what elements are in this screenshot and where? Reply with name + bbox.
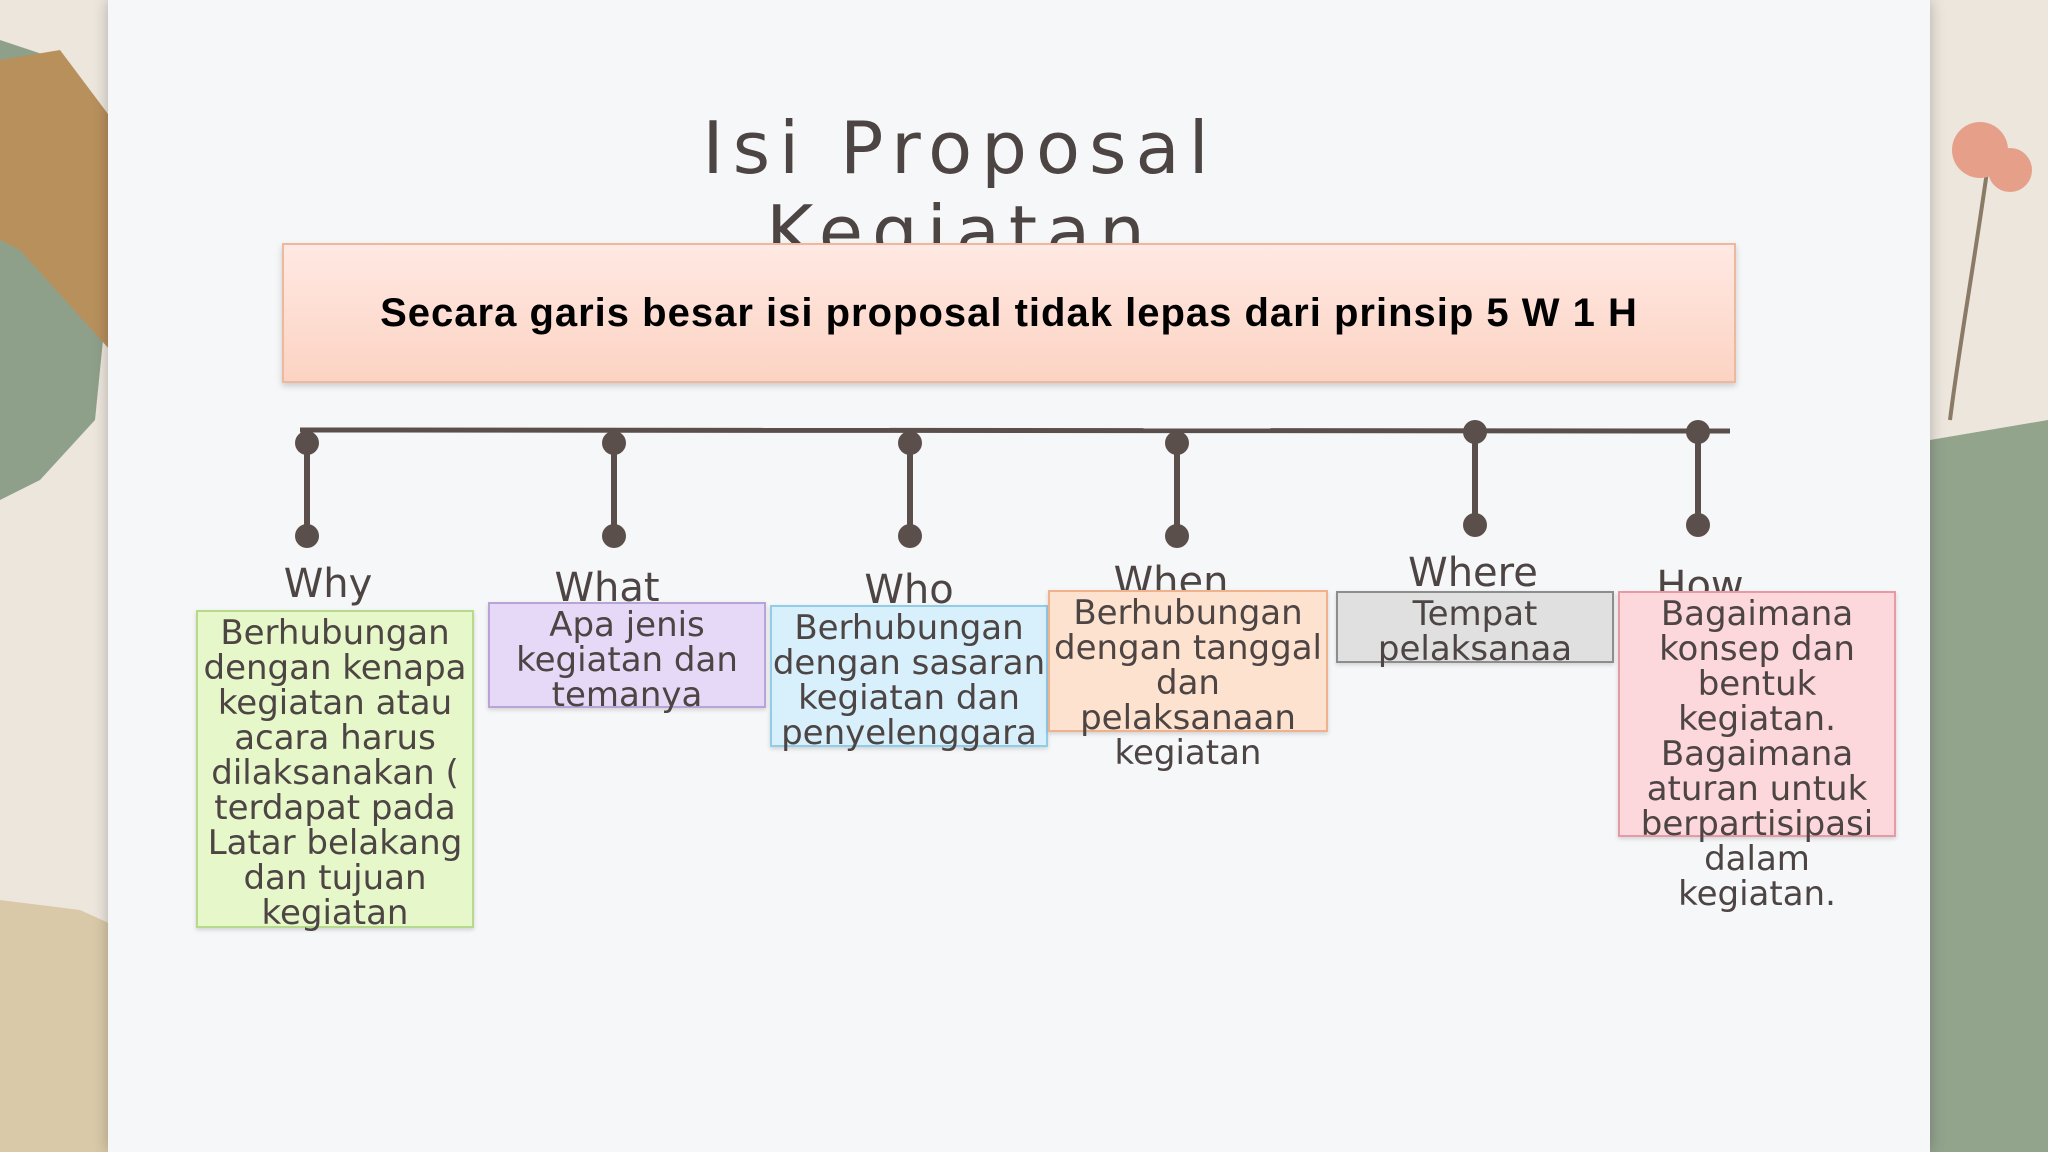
node-dot-what-top [602,431,626,455]
node-dot-when-bottom [1165,524,1189,548]
node-dot-what-bottom [602,524,626,548]
box-where: Tempat pelaksanaa [1336,591,1614,667]
node-dot-where-top [1463,420,1487,444]
box-when: Berhubungan dengan tanggal dan pelaksana… [1048,590,1328,771]
node-dot-who-top [898,431,922,455]
summary-banner: Secara garis besar isi proposal tidak le… [282,243,1736,383]
node-dot-who-bottom [898,524,922,548]
box-why: Berhubungan dengan kenapa kegiatan atau … [196,610,474,931]
timeline-connectors [295,420,1710,548]
node-dot-how-top [1686,420,1710,444]
label-where: Where [1408,553,1538,593]
box-who: Berhubungan dengan sasaran kegiatan dan … [770,605,1048,751]
label-when: When [1113,562,1229,594]
box-how: Bagaimana konsep dan bentuk kegiatan. Ba… [1618,591,1896,912]
banner-text: Secara garis besar isi proposal tidak le… [380,290,1638,335]
node-dot-when-top [1165,431,1189,455]
node-dot-why-top [295,431,319,455]
label-who: Who [864,570,954,606]
timeline-axis [299,427,1731,434]
label-why: Why [283,561,373,607]
slide-paper [108,0,1930,1152]
node-dot-why-bottom [295,524,319,548]
node-dot-where-bottom [1463,513,1487,537]
box-what: Apa jenis kegiatan dan temanya [488,602,766,713]
node-dot-how-bottom [1686,513,1710,537]
label-what: What [554,568,660,604]
torn-paper-green-right [1925,420,2048,1152]
